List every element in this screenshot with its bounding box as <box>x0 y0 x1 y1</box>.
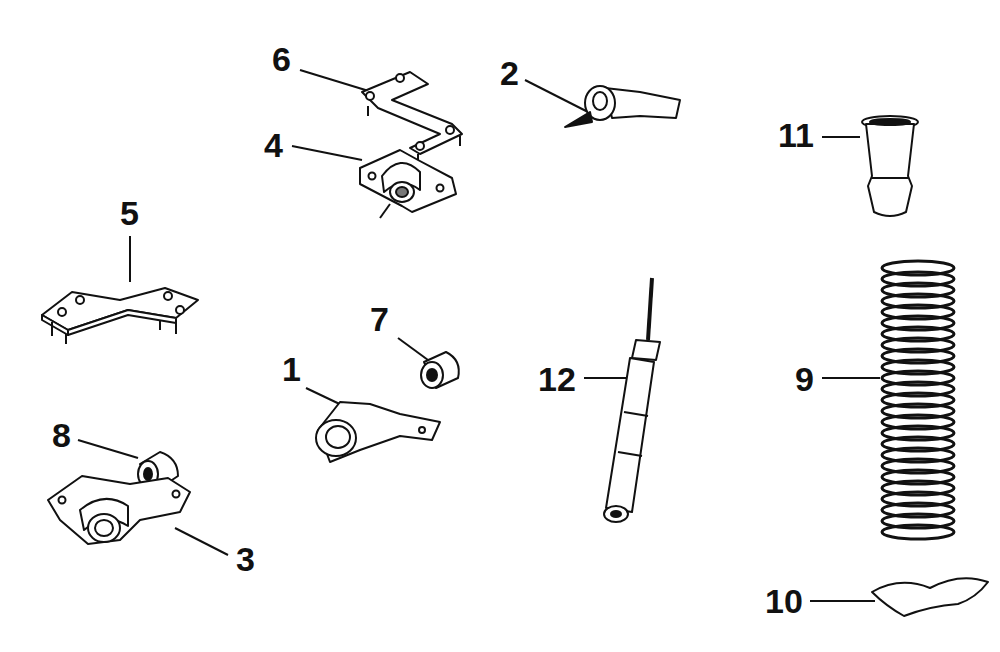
clamp-bracket <box>48 476 190 544</box>
spring-seat <box>872 578 988 616</box>
lower-plate <box>42 288 198 344</box>
callout-number: 3 <box>236 542 255 576</box>
callout-number: 10 <box>765 584 803 618</box>
leader-lines <box>78 70 880 601</box>
callout-number: 9 <box>795 362 814 396</box>
saddle-bracket <box>360 150 456 218</box>
callout-number: 6 <box>272 42 291 76</box>
callout-number: 12 <box>538 362 576 396</box>
bump-stop <box>862 116 918 216</box>
spring-coil <box>882 525 954 539</box>
lower-arm <box>316 402 440 462</box>
callout-number: 5 <box>120 196 139 230</box>
callout-number: 11 <box>778 118 814 152</box>
arm-bracket <box>565 86 680 127</box>
coil-spring-turns <box>882 261 954 539</box>
callout-number: 8 <box>52 418 71 452</box>
callout-number: 7 <box>370 302 389 336</box>
shock-absorber <box>604 278 660 522</box>
callout-number: 2 <box>500 56 519 90</box>
upper-plate <box>362 72 462 164</box>
callout-number: 4 <box>264 128 283 162</box>
callout-number: 1 <box>282 352 301 386</box>
bushing <box>421 352 459 388</box>
